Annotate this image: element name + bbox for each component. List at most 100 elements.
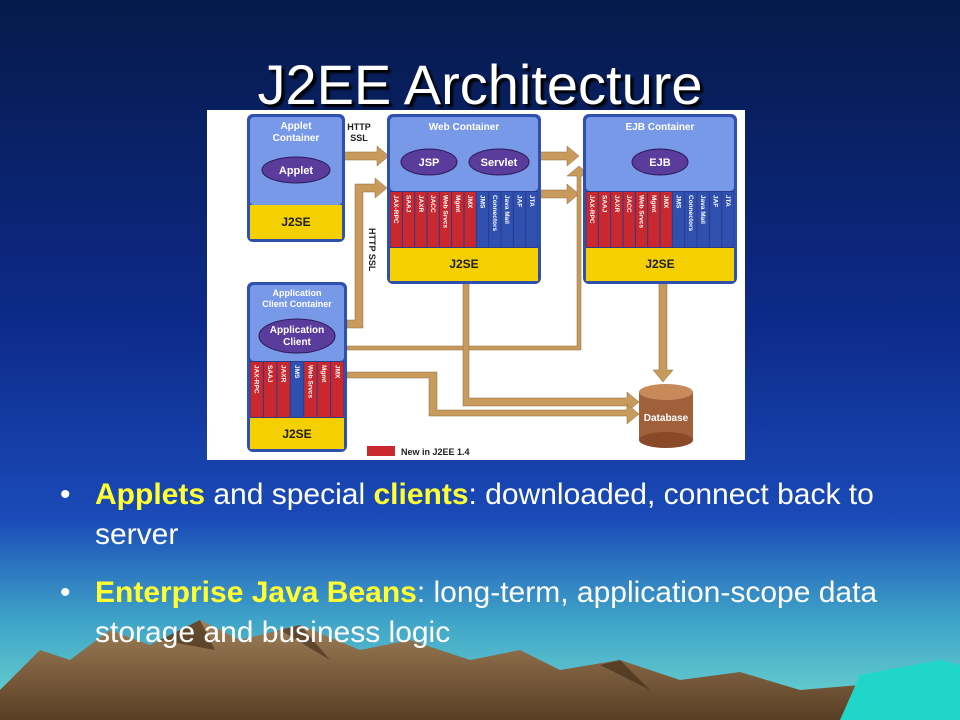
web-service-label: JAXR: [417, 195, 424, 213]
web-service-label: JAF: [516, 195, 523, 207]
ejb-services-background: [586, 191, 734, 248]
app-client-service-cell: [263, 362, 277, 417]
ejb-service-label: JACC: [625, 195, 632, 213]
bullet-text-2: : downloaded, connect back to server: [95, 478, 874, 551]
web-service-label: Connectors: [491, 195, 498, 232]
web-container: Web Container JSP Servlet JAX-RPC SAAJ JAX…: [387, 114, 541, 284]
web-service-label: Java Mail: [503, 195, 510, 224]
ejb-service-label: Connectors: [687, 195, 694, 232]
http-ssl-label-2: SSL: [350, 133, 368, 143]
app-client-service-label: JMS: [293, 365, 300, 379]
app-client-container-title: Application: [273, 288, 322, 298]
mountain-range: [0, 620, 960, 720]
ejb-service-cell: [709, 192, 722, 247]
app-client-service-label: JMX: [333, 365, 340, 379]
web-service-label: JMS: [479, 195, 486, 209]
web-service-label: JMX: [466, 195, 473, 209]
web-service-cell: [390, 192, 402, 247]
app-client-service-label: Mgmt: [320, 365, 327, 383]
highlight-ejb: Enterprise Java Beans: [95, 576, 417, 609]
ejb-service-cell: [672, 192, 685, 247]
legend: New in J2EE 1.4: [367, 446, 470, 457]
web-service-cell: [464, 192, 476, 247]
web-platform: J2SE: [449, 257, 478, 271]
web-service-cell: [489, 192, 501, 247]
ejb-services-bar: JAX-RPC SAAJ JAXR JACC Web Srvcs Mgmt JMX JMS Co…: [586, 191, 734, 248]
ejb-service-label: JMX: [662, 195, 669, 209]
web-service-cell: [452, 192, 464, 247]
applet-container-title-2: Container: [273, 133, 320, 144]
app-client-service-label: JAXR: [280, 365, 287, 383]
web-service-label: SAAJ: [405, 195, 412, 213]
web-service-cell: [513, 192, 526, 247]
applet-container: Applet Container Applet J2SE: [247, 114, 345, 242]
ejb-service-cell: [611, 192, 623, 247]
applet-platform: J2SE: [281, 215, 310, 229]
ejb-service-label: JAXR: [613, 195, 620, 213]
bullet-list: • Applets and special clients: downloade…: [60, 475, 910, 671]
ejb-container-title: EJB Container: [626, 122, 695, 133]
jsp-component: JSP: [419, 157, 440, 169]
web-service-label: JAX-RPC: [392, 195, 399, 224]
ejb-service-cell: [648, 192, 660, 247]
web-service-cell: [526, 192, 538, 247]
app-client-container-title-2: Client Container: [262, 299, 332, 309]
applet-component: Applet: [279, 165, 314, 177]
app-client-service-cell: [331, 362, 344, 417]
slide-title: J2EE Architecture: [257, 53, 703, 116]
ejb-service-cell: [598, 192, 611, 247]
app-client-service-cell: [290, 362, 304, 417]
applet-container-title: Applet: [280, 121, 312, 132]
web-service-label: Mgmt: [454, 195, 461, 213]
ejb-service-cell: [623, 192, 635, 247]
app-client-service-cell: [304, 362, 317, 417]
database-label: Database: [644, 413, 689, 424]
web-service-label: JTA: [528, 195, 535, 207]
app-client-service-label: SAAJ: [266, 365, 273, 383]
ejb-service-cell: [685, 192, 697, 247]
ejb-service-cell: [660, 192, 672, 247]
app-client-service-cell: [250, 362, 263, 417]
web-container-title: Web Container: [429, 122, 499, 133]
bullet-text: : long-term, application-scope data stor…: [95, 576, 878, 649]
ejb-service-label: Java Mail: [699, 195, 706, 224]
web-service-cell: [402, 192, 415, 247]
ejb-service-label: JTA: [724, 195, 731, 207]
http-ssl-label: HTTP: [347, 122, 371, 132]
web-service-cell: [476, 192, 489, 247]
app-client-service-cell: [317, 362, 331, 417]
ejb-service-label: JMS: [675, 195, 682, 209]
app-client-platform: J2SE: [282, 427, 311, 441]
bullet-marker: •: [60, 478, 71, 511]
highlight-applets: Applets: [95, 478, 206, 511]
ejb-service-label: JAF: [712, 195, 719, 207]
app-client-component: Application: [270, 325, 324, 336]
ejb-service-label: SAAJ: [601, 195, 608, 213]
web-service-cell: [439, 192, 452, 247]
ejb-service-label: JAX-RPC: [588, 195, 595, 224]
architecture-diagram: Applet Container Applet J2SE HTTP SSL HT…: [207, 110, 745, 460]
servlet-component: Servlet: [481, 157, 518, 169]
web-service-label: Web Srvcs: [442, 195, 449, 229]
app-client-component-2: Client: [283, 337, 311, 348]
app-client-container: Application Client Container Application…: [247, 282, 347, 452]
highlight-clients: clients: [373, 478, 469, 511]
web-service-cell: [501, 192, 513, 247]
legend-label: New in J2EE 1.4: [401, 447, 470, 457]
ejb-service-cell: [586, 192, 598, 247]
bullet-item-applets: • Applets and special clients: downloade…: [60, 475, 910, 555]
ejb-component: EJB: [649, 157, 670, 169]
bullet-text: and special: [205, 478, 374, 511]
app-client-service-cell: [277, 362, 290, 417]
bullet-item-ejb: • Enterprise Java Beans: long-term, appl…: [60, 573, 910, 653]
ejb-platform: J2SE: [645, 257, 674, 271]
web-service-cell: [427, 192, 439, 247]
app-client-service-label: JAX-RPC: [253, 365, 260, 394]
ejb-service-label: Web Srvcs: [638, 195, 645, 229]
ejb-service-label: Mgmt: [650, 195, 657, 213]
ejb-container: EJB Container EJB JAX-RPC SAAJ JAXR JACC Web…: [583, 114, 737, 284]
web-services-background: [390, 191, 538, 248]
web-service-cell: [415, 192, 427, 247]
